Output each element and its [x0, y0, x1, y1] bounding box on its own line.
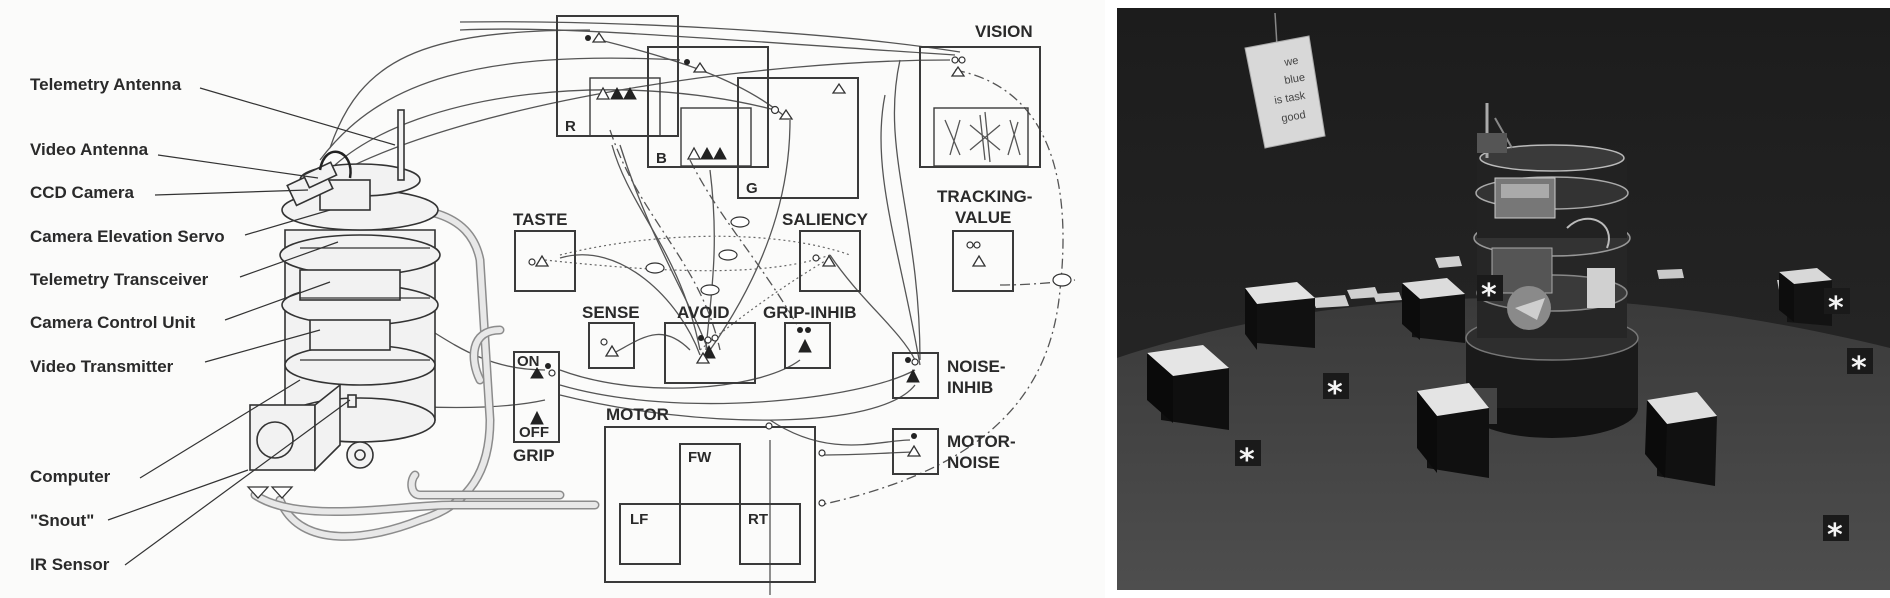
module-tracking-label-1: TRACKING- — [937, 187, 1032, 206]
star-marker-4: * — [1327, 376, 1343, 411]
module-g-label: G — [746, 180, 758, 197]
label-camera-elevation-servo: Camera Elevation Servo — [30, 227, 225, 246]
signal-tubes — [246, 196, 600, 541]
label-camera-control-unit: Camera Control Unit — [30, 313, 196, 332]
module-grip: ON OFF GRIP — [513, 351, 560, 465]
neural-architecture-diagram: Telemetry Antenna Video Antenna CCD Came… — [30, 15, 1076, 595]
star-marker-3: * — [1851, 351, 1867, 386]
module-b-label: B — [656, 150, 667, 167]
floor-boxes — [1147, 268, 1832, 486]
box-2 — [1147, 345, 1229, 430]
box-3 — [1417, 383, 1489, 478]
part-leader-lines — [107, 87, 396, 566]
star-marker-2: * — [1828, 291, 1844, 326]
module-grip-inhib: GRIP-INHIB — [763, 303, 857, 369]
sign-line-2: blue — [1283, 72, 1306, 87]
module-vision: VISION — [919, 22, 1041, 168]
star-marker-5: * — [1239, 443, 1255, 478]
box-6 — [1779, 268, 1832, 326]
box-4 — [1645, 392, 1717, 486]
star-marker-6: * — [1827, 518, 1843, 553]
module-r: R — [556, 15, 679, 137]
sign-line-1: we — [1282, 55, 1299, 69]
hanging-sign: we blue is task good — [1244, 12, 1326, 149]
module-motor-label: MOTOR — [606, 405, 669, 424]
label-snout: "Snout" — [30, 511, 94, 530]
label-telemetry-transceiver: Telemetry Transceiver — [30, 270, 209, 289]
grip-on-label: ON — [517, 353, 540, 370]
module-taste-label: TASTE — [513, 210, 567, 229]
module-noise-inhib-label-1: NOISE- — [947, 357, 1006, 376]
motor-fw-label: FW — [688, 449, 712, 466]
module-tracking-value: TRACKING- VALUE — [937, 187, 1032, 292]
robot-photo — [1465, 103, 1639, 438]
module-avoid-label: AVOID — [677, 303, 730, 322]
label-ccd-camera: CCD Camera — [30, 183, 134, 202]
module-sense-label: SENSE — [582, 303, 640, 322]
module-sense: SENSE — [582, 303, 640, 369]
robot-drawing — [249, 109, 441, 472]
label-telemetry-antenna: Telemetry Antenna — [30, 75, 182, 94]
module-avoid: AVOID — [664, 303, 756, 384]
robot-part-labels: Telemetry Antenna Video Antenna CCD Came… — [30, 75, 225, 574]
module-motor-noise: MOTOR- NOISE — [892, 428, 1016, 475]
module-noise-inhib-label-2: INHIB — [947, 378, 993, 397]
module-saliency: SALIENCY — [782, 210, 869, 292]
module-motor-noise-label-1: MOTOR- — [947, 432, 1016, 451]
sign-line-4: good — [1280, 109, 1306, 125]
module-saliency-label: SALIENCY — [782, 210, 869, 229]
module-tracking-label-2: VALUE — [955, 208, 1011, 227]
box-1 — [1245, 282, 1315, 350]
module-g: G — [737, 77, 859, 199]
motor-lf-label: LF — [630, 511, 648, 528]
module-vision-label: VISION — [975, 22, 1033, 41]
module-b: B — [647, 46, 769, 168]
module-grip-label: GRIP — [513, 446, 555, 465]
star-markers: * * * * * * — [1235, 275, 1873, 553]
arena-photo: we blue is task good — [1117, 8, 1890, 590]
star-marker-1: * — [1481, 278, 1497, 313]
module-noise-inhib: NOISE- INHIB — [892, 352, 1006, 399]
arena-floor — [1117, 298, 1890, 590]
label-video-transmitter: Video Transmitter — [30, 357, 174, 376]
module-grip-inhib-label: GRIP-INHIB — [763, 303, 857, 322]
sign-line-3: is task — [1273, 90, 1306, 107]
module-motor-noise-label-2: NOISE — [947, 453, 1000, 472]
label-video-antenna: Video Antenna — [30, 140, 149, 159]
box-5 — [1402, 278, 1465, 343]
motor-rt-label: RT — [748, 511, 768, 528]
label-computer: Computer — [30, 467, 111, 486]
module-r-label: R — [565, 118, 576, 135]
module-motor: MOTOR FW LF RT — [604, 405, 826, 583]
module-taste: TASTE — [513, 210, 576, 292]
label-ir-sensor: IR Sensor — [30, 555, 110, 574]
grip-off-label: OFF — [519, 424, 549, 441]
